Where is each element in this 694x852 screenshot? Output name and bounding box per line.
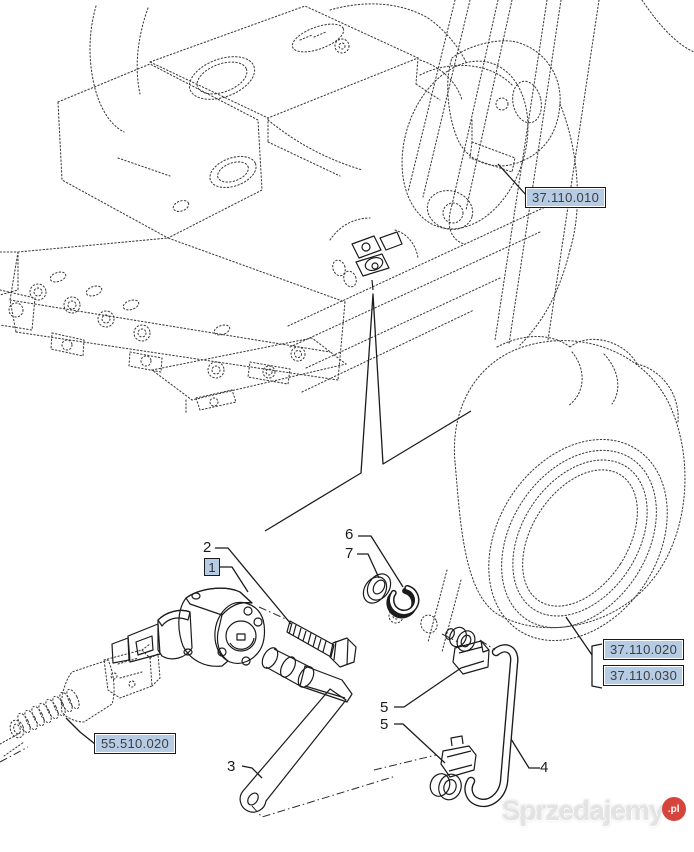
- watermark-text: Sprzedajemy: [502, 795, 665, 826]
- callout-1: 1: [204, 558, 220, 576]
- ref-link-37-110-010[interactable]: 37.110.010: [525, 187, 607, 208]
- rod-part: [464, 644, 519, 808]
- top-link-arm-phantom: [407, 0, 578, 346]
- snap-ring-part: [386, 584, 420, 619]
- watermark-pl-badge-icon: .pl: [661, 797, 686, 821]
- watermark: Sprzedajemy .pl: [502, 796, 686, 826]
- lever-part: [239, 647, 353, 813]
- sensor-part-highlighted: [111, 587, 266, 667]
- callout-5-lower: 5: [380, 716, 389, 733]
- ref-link-37-110-030[interactable]: 37.110.030: [603, 665, 685, 686]
- ref-link-55-510-020[interactable]: 55.510.020: [94, 733, 177, 754]
- housing-phantom: [0, 3, 557, 415]
- ref-link-37-110-020[interactable]: 37.110.020: [603, 639, 685, 660]
- mounted-sensor-detail: [351, 231, 403, 291]
- clamp-lower-part: [429, 735, 477, 801]
- callout-5-upper: 5: [380, 699, 389, 716]
- callout-2: 2: [203, 539, 212, 556]
- ref-link-label: 37.110.030: [605, 667, 683, 684]
- harness-connector-phantom: [0, 643, 161, 757]
- ref-link-label: 37.110.020: [605, 641, 683, 658]
- lift-arm-phantom: [388, 0, 694, 653]
- washer-part: [362, 573, 392, 604]
- leader-lines: [65, 163, 603, 779]
- callout-6: 6: [345, 526, 354, 543]
- ref-link-label: 37.110.010: [527, 189, 605, 206]
- bolt-part: [286, 620, 357, 668]
- ref-link-label: 55.510.020: [96, 735, 175, 752]
- clamp-upper-part: [445, 626, 490, 675]
- callout-3: 3: [227, 758, 236, 775]
- callout-4: 4: [540, 759, 549, 776]
- centerlines: [0, 606, 496, 818]
- callout-7: 7: [345, 545, 354, 562]
